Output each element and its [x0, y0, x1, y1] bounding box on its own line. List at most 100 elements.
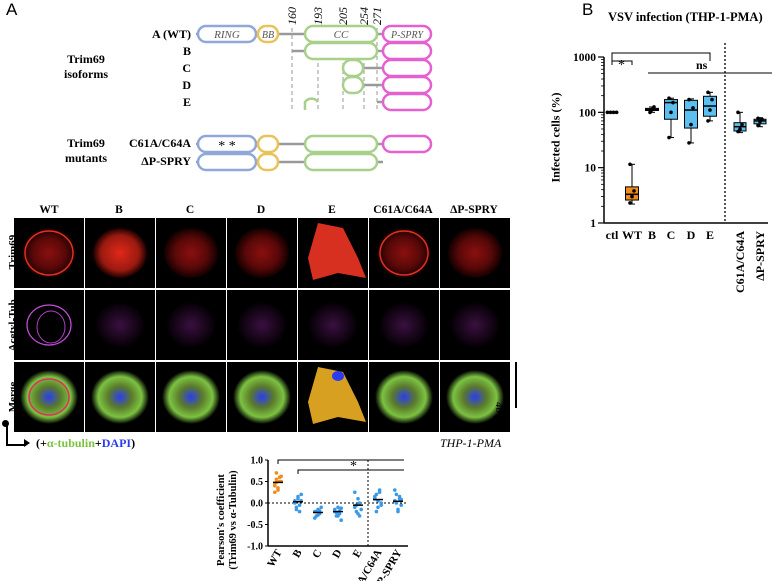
- pearson-point: [374, 509, 379, 514]
- micrograph-tile-r1-c4: [298, 290, 368, 360]
- pearson-xtick-label: E: [351, 548, 365, 560]
- micrograph-tile-r0-c1: [85, 218, 155, 288]
- micrograph-tile-r1-c6: [440, 290, 510, 360]
- pearson-point: [356, 496, 360, 501]
- pearson-sig-star: *: [350, 459, 357, 474]
- domain-bb: [256, 24, 280, 44]
- pearson-ylabel-line1: Pearson's coefficient: [216, 474, 227, 566]
- col-label-dpspry: ΔP-SPRY: [450, 204, 498, 216]
- panel-letter-b: B: [582, 0, 594, 19]
- pearson-point: [377, 490, 382, 495]
- pearson-point: [274, 471, 279, 475]
- col-label-b: B: [115, 204, 123, 216]
- merge-legend-bracket: [6, 424, 26, 446]
- vsv-point: [758, 119, 762, 124]
- pearson-point: [336, 505, 340, 510]
- pearson-point: [276, 486, 280, 490]
- merge-legend-plus: +: [94, 436, 102, 450]
- panel-letter-a: A: [6, 0, 18, 19]
- vsv-ytick-label: 1: [590, 218, 596, 230]
- pearson-point: [394, 492, 399, 497]
- pearson-ytick-label: 1.0: [251, 456, 264, 467]
- mutants-label-line2: mutants: [64, 151, 107, 165]
- pearson-point: [357, 501, 362, 505]
- pearson-point: [376, 505, 380, 510]
- merge-legend-dapi: DAPI: [101, 436, 132, 450]
- domain-ring-label: RING: [213, 29, 240, 41]
- vsv-xtick-label: ctl: [606, 228, 619, 242]
- micrograph-tile-r2-c2: [156, 362, 226, 432]
- merge-legend-suffix: ): [131, 436, 136, 450]
- micrograph-tile-r2-c1: [85, 362, 155, 432]
- vsv-point: [671, 100, 675, 105]
- position-254: 254: [357, 7, 371, 25]
- micrograph-tile-r1-c2: [156, 290, 226, 360]
- col-label-d: D: [256, 204, 266, 216]
- scale-bar: [515, 362, 517, 408]
- pearson-point: [297, 509, 302, 514]
- merge-legend-tubulin: α-tubulin: [46, 436, 95, 450]
- mutation-stars: * *: [218, 139, 236, 154]
- vsv-point: [628, 162, 632, 167]
- pearson-point: [353, 490, 357, 495]
- pearson-xtick-label: C: [310, 547, 324, 560]
- micrograph-tile-r1-c0: [14, 290, 84, 360]
- vsv-xtick-label: WT: [622, 228, 642, 242]
- pearson-point: [296, 496, 300, 501]
- vsv-point: [736, 129, 740, 134]
- isoform-label-c: C: [182, 61, 191, 75]
- col-label-c61a: C61A/C64A: [373, 204, 433, 216]
- pearson-sig-bracket: [277, 459, 404, 464]
- pearson-point: [356, 511, 360, 516]
- vsv-point: [650, 107, 654, 112]
- vsv-sig-ns: ns: [696, 58, 708, 72]
- position-271: 271: [370, 7, 384, 25]
- pearson-point: [393, 488, 397, 492]
- pearson-point: [339, 518, 343, 522]
- vsv-point: [687, 141, 691, 145]
- merge-legend: (+α-tubulin+DAPI): [36, 436, 135, 451]
- vsv-point: [605, 110, 610, 115]
- pearson-point: [336, 514, 340, 518]
- micrograph-tile-r0-c4: [298, 218, 368, 288]
- vsv-point: [738, 127, 742, 131]
- vsv-point: [710, 97, 714, 102]
- vsv-sig-bracket-star: [611, 60, 633, 65]
- vsv-ytick-label: 1000: [573, 52, 596, 64]
- vsv-point: [756, 123, 760, 128]
- position-205: 205: [336, 7, 350, 25]
- vsv-xtick-label: D: [687, 228, 696, 242]
- vsv-point: [667, 135, 671, 140]
- pearson-point: [299, 492, 303, 497]
- micrograph-tile-r2-c5: [369, 362, 439, 432]
- vsv-xtick-label: E: [706, 228, 714, 242]
- micrograph-tile-r0-c6: [440, 218, 510, 288]
- pearson-point: [333, 507, 337, 512]
- pearson-point: [279, 474, 283, 479]
- isoforms-group-label: Trim69 isoforms: [46, 52, 126, 82]
- micrograph-tile-r0-c0: [14, 218, 84, 288]
- mutants-label-line1: Trim69: [67, 136, 105, 150]
- merge-legend-dot: [2, 420, 9, 427]
- vsv-point: [648, 110, 652, 115]
- pearson-point: [396, 509, 400, 514]
- domain-bb-label: BB: [262, 30, 274, 41]
- isoforms-label-line1: Trim69: [67, 52, 105, 66]
- vsv-point: [614, 110, 619, 115]
- domain-ring: [196, 24, 258, 44]
- isoform-label-d: D: [182, 78, 191, 92]
- pearson-point: [399, 503, 403, 507]
- vsv-xtick-label: C: [667, 228, 676, 242]
- position-160: 160: [285, 7, 299, 25]
- pearson-ytick-label: -1.0: [247, 542, 263, 553]
- pearson-xtick-label: B: [291, 547, 305, 560]
- domain-cc-label: CC: [334, 29, 349, 41]
- col-label-c: C: [185, 204, 195, 216]
- vsv-xtick-label: ΔP-SPRY: [753, 231, 767, 281]
- vsv-point: [691, 106, 695, 110]
- col-label-e: E: [328, 204, 336, 216]
- pearson-xtick-label: WT: [265, 547, 285, 569]
- vsv-point: [706, 90, 710, 95]
- pearson-point: [379, 503, 383, 507]
